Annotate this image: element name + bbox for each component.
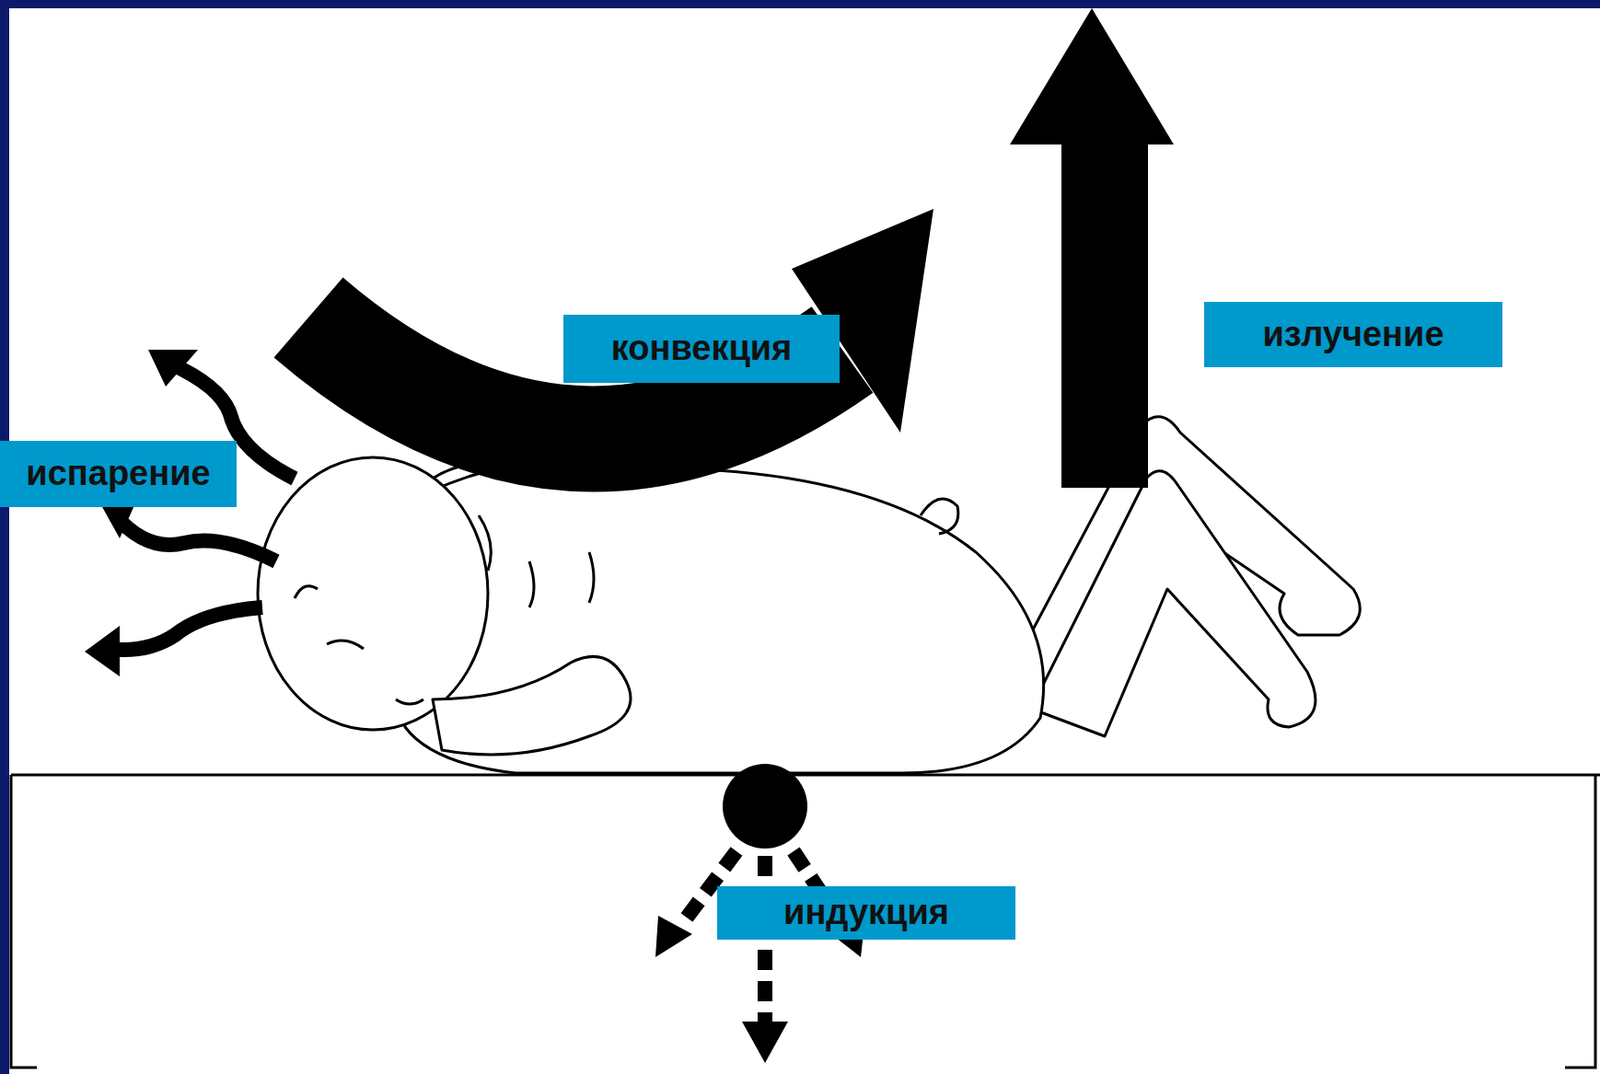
radiation-arrow	[1009, 8, 1174, 488]
white-ground	[9, 8, 1600, 1074]
baby-figure	[257, 417, 1360, 774]
label-box: конвекция	[563, 314, 840, 383]
convection-arrow	[308, 208, 934, 440]
label-text: испарение	[25, 454, 210, 494]
label-box: испарение	[0, 440, 237, 508]
label-text: конвекция	[611, 329, 793, 369]
table	[11, 775, 1600, 1068]
label-box: излучение	[1204, 301, 1503, 368]
label-box: индукция	[717, 886, 1016, 940]
label-text: индукция	[783, 893, 950, 933]
evaporation-heads	[84, 349, 198, 677]
label-text: излучение	[1262, 315, 1444, 355]
